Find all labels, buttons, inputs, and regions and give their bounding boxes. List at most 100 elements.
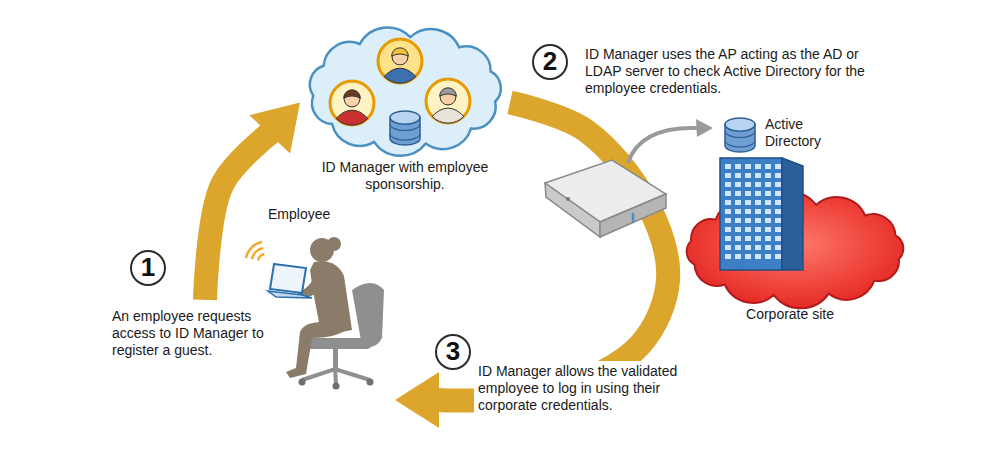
window bbox=[775, 173, 781, 178]
window bbox=[765, 218, 771, 223]
ap-side bbox=[600, 194, 666, 237]
node-label: Corporate site bbox=[670, 306, 910, 323]
window bbox=[765, 254, 771, 259]
window bbox=[765, 173, 771, 178]
window bbox=[745, 200, 751, 205]
window bbox=[755, 227, 761, 232]
person-hair bbox=[440, 88, 457, 96]
wifi-wave bbox=[252, 248, 263, 259]
window bbox=[775, 182, 781, 187]
id-manager-cloud: ID Manager with employee sponsorship. bbox=[300, 25, 510, 197]
window bbox=[725, 218, 731, 223]
window bbox=[765, 182, 771, 187]
window bbox=[735, 245, 741, 250]
directory-building: Active Directory bbox=[715, 110, 890, 270]
step-note: ID Manager allows the validated employee… bbox=[474, 361, 706, 416]
window bbox=[725, 173, 731, 178]
ap-front bbox=[545, 183, 600, 237]
window bbox=[735, 236, 741, 241]
window bbox=[765, 227, 771, 232]
woman-legs bbox=[286, 322, 350, 378]
arrowhead bbox=[249, 102, 300, 153]
window bbox=[745, 173, 751, 178]
person-body bbox=[384, 68, 416, 83]
callout-number: 1 bbox=[132, 252, 164, 283]
chair-back bbox=[352, 283, 384, 347]
window bbox=[775, 245, 781, 250]
window bbox=[745, 218, 751, 223]
window bbox=[765, 164, 771, 169]
window bbox=[755, 164, 761, 169]
person-hair bbox=[392, 48, 409, 56]
window bbox=[745, 254, 751, 259]
person-icon bbox=[378, 39, 422, 83]
window bbox=[775, 236, 781, 241]
callout-circle: 2 bbox=[532, 44, 568, 80]
office-building bbox=[720, 158, 803, 270]
employee-figure-art bbox=[205, 200, 395, 410]
database-top bbox=[725, 118, 755, 131]
window bbox=[765, 191, 771, 196]
database-ring bbox=[725, 140, 755, 147]
callout-circle: 1 bbox=[130, 250, 166, 286]
callout-number: 2 bbox=[534, 46, 566, 77]
callout-number: 3 bbox=[437, 336, 469, 367]
person-body bbox=[336, 110, 368, 125]
window bbox=[745, 236, 751, 241]
corporate-cloud: Corporate site Active Directory bbox=[670, 110, 910, 330]
employee-figure: Employee bbox=[205, 200, 395, 410]
node-label: Employee bbox=[268, 206, 378, 223]
window bbox=[765, 200, 771, 205]
chair-wheel bbox=[299, 379, 306, 386]
window bbox=[735, 173, 741, 178]
window bbox=[725, 227, 731, 232]
window bbox=[735, 200, 741, 205]
window bbox=[745, 209, 751, 214]
window bbox=[725, 209, 731, 214]
window bbox=[755, 191, 761, 196]
window bbox=[725, 182, 731, 187]
grey-arrow-head bbox=[696, 119, 713, 137]
building-front bbox=[720, 158, 782, 270]
note-holder: ID Manager allows the validated employee… bbox=[474, 361, 706, 416]
window bbox=[755, 182, 761, 187]
window bbox=[745, 164, 751, 169]
window bbox=[735, 164, 741, 169]
window bbox=[725, 236, 731, 241]
window bbox=[725, 254, 731, 259]
wifi-wave bbox=[258, 254, 264, 260]
window bbox=[735, 254, 741, 259]
chair-base bbox=[302, 369, 370, 384]
window bbox=[725, 200, 731, 205]
window bbox=[755, 254, 761, 259]
person-hair bbox=[344, 90, 361, 98]
woman-hair-bun bbox=[327, 237, 341, 251]
person-icon bbox=[330, 81, 374, 125]
window bbox=[765, 245, 771, 250]
chair-wheel bbox=[333, 383, 340, 390]
laptop-screen bbox=[270, 264, 306, 293]
window bbox=[755, 218, 761, 223]
person-badge bbox=[378, 39, 422, 83]
database-icon bbox=[725, 118, 755, 152]
window bbox=[725, 164, 731, 169]
window bbox=[735, 209, 741, 214]
window bbox=[755, 236, 761, 241]
window bbox=[765, 209, 771, 214]
database-icon bbox=[390, 111, 420, 145]
ap-to-directory-arrow bbox=[628, 119, 713, 163]
window bbox=[725, 191, 731, 196]
window bbox=[775, 209, 781, 214]
ap-port bbox=[566, 197, 570, 201]
window bbox=[755, 173, 761, 178]
access-point bbox=[545, 160, 666, 237]
window bbox=[755, 209, 761, 214]
note-holder: ID Manager uses the AP acting as the AD … bbox=[581, 44, 881, 99]
window bbox=[755, 200, 761, 205]
window bbox=[745, 227, 751, 232]
person-body bbox=[432, 108, 464, 123]
window bbox=[775, 218, 781, 223]
window bbox=[775, 191, 781, 196]
callout-circle: 3 bbox=[435, 334, 471, 370]
